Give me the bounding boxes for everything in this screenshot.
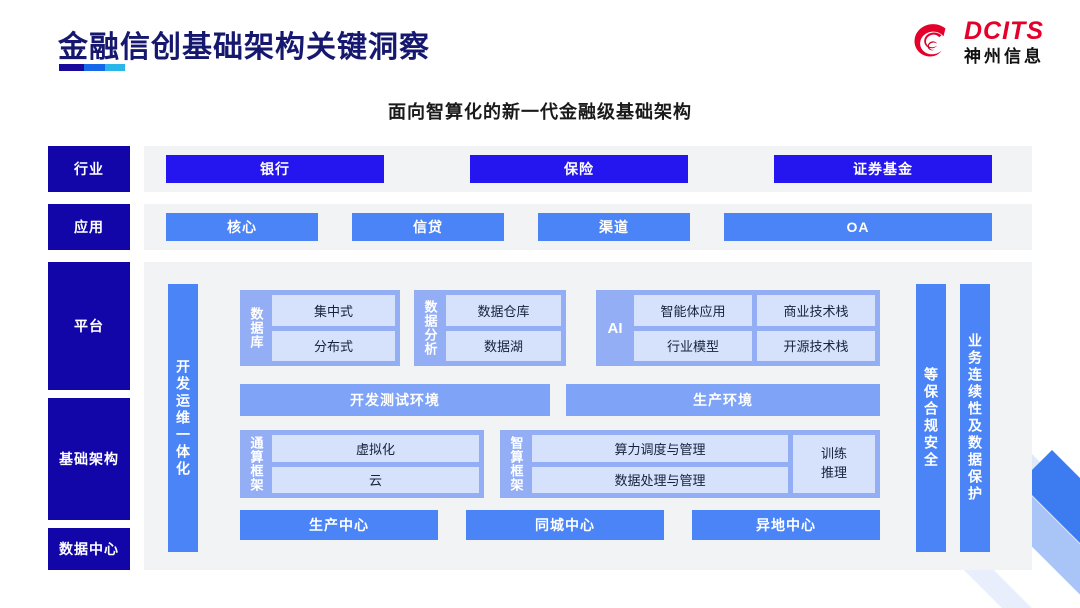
rail-label-platform: 平台 [48,262,130,390]
cell-virtualization: 虚拟化 [272,435,479,462]
group-label-data-analysis: 数据分析 [422,300,438,356]
application-chip-core: 核心 [166,213,318,241]
cell-commercial-tech-stack: 商业技术栈 [757,295,875,326]
cell-agent-application: 智能体应用 [634,295,752,326]
swirl-logo-icon [914,24,946,57]
cell-industry-model: 行业模型 [634,330,752,361]
cell-compute-scheduling: 算力调度与管理 [532,435,788,462]
cell-open-source-tech-stack: 开源技术栈 [757,330,875,361]
datacenter-chip-production: 生产中心 [240,510,438,540]
datacenter-chip-remote: 异地中心 [692,510,880,540]
cell-data-warehouse: 数据仓库 [446,295,561,326]
cell-training-inference: 训练 推理 [793,435,875,493]
group-data-analysis: 数据分析 数据仓库 数据湖 [414,290,566,366]
cell-data-processing: 数据处理与管理 [532,466,788,493]
cell-data-lake: 数据湖 [446,330,561,361]
page-header: 金融信创基础架构关键洞察 DCITS 神州信息 [0,0,1080,92]
page-title: 金融信创基础架构关键洞察 [58,31,430,64]
rail-label-industry: 行业 [48,146,130,192]
group-label-general-compute-framework: 通算框架 [248,436,264,492]
platform-band: 开发运维一体化 等保合规安全 业务连续性及数据保护 数据库 集中式 分布式 数据… [144,262,1032,570]
accent-segment-3 [105,64,125,71]
accent-segment-2 [84,64,106,71]
brand-logo: DCITS 神州信息 [908,18,1044,66]
industry-chip-insurance: 保险 [470,155,688,183]
group-ai-compute-framework: 智算框架 算力调度与管理 数据处理与管理 训练 推理 [500,430,880,498]
application-chip-credit: 信贷 [352,213,504,241]
industry-band: 银行 保险 证券基金 [144,146,1032,192]
cell-centralized: 集中式 [272,295,395,326]
cell-inference-label: 推理 [820,465,847,480]
application-chip-channel: 渠道 [538,213,690,241]
application-band: 核心 信贷 渠道 OA [144,204,1032,250]
group-general-compute-framework: 通算框架 虚拟化 云 [240,430,484,498]
env-bar-production: 生产环境 [566,384,880,416]
pillar-security-compliance: 等保合规安全 [916,284,946,552]
group-label-ai: AI [607,319,623,337]
group-database: 数据库 集中式 分布式 [240,290,400,366]
rail-label-datacenter: 数据中心 [48,528,130,570]
industry-chip-securities-fund: 证券基金 [774,155,992,183]
cell-training-label: 训练 [820,446,847,462]
logo-cn-text: 神州信息 [964,47,1044,66]
rail-label-application: 应用 [48,204,130,250]
group-label-database: 数据库 [248,307,264,349]
cell-distributed: 分布式 [272,330,395,361]
title-accent-bar [59,64,125,71]
pillar-devops: 开发运维一体化 [168,284,198,552]
accent-segment-1 [59,64,85,71]
application-chip-oa: OA [724,213,992,241]
rail-label-infrastructure: 基础架构 [48,398,130,520]
group-ai: AI 智能体应用 商业技术栈 行业模型 开源技术栈 [596,290,880,366]
cell-cloud: 云 [272,466,479,493]
diagram-subtitle: 面向智算化的新一代金融级基础架构 [388,102,692,122]
group-label-ai-compute-framework: 智算框架 [508,436,524,492]
logo-en-text: DCITS [964,17,1044,45]
industry-chip-bank: 银行 [166,155,384,183]
pillar-business-continuity: 业务连续性及数据保护 [960,284,990,552]
env-bar-dev-test: 开发测试环境 [240,384,550,416]
datacenter-chip-metro: 同城中心 [466,510,664,540]
